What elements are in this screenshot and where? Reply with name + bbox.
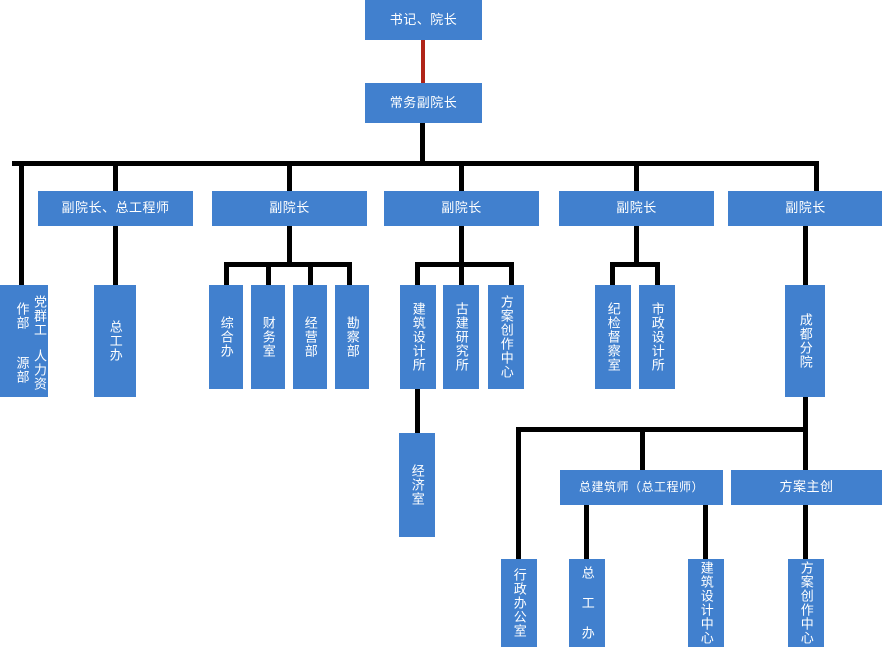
node-scheme-lead-label: 方案主创 — [779, 479, 834, 495]
node-vp2-label: 副院长 — [269, 200, 310, 216]
connector-vp4-drop — [634, 226, 639, 262]
node-finance-office-label: 财务室 — [260, 316, 276, 358]
node-chengdu-branch[interactable]: 成都分院 — [785, 285, 825, 397]
node-hr-dept-label: 人力资源部 — [14, 349, 47, 391]
connector-vp3-to-arch-design-institute — [415, 262, 420, 285]
connector-vp2-to-survey-dept — [347, 262, 352, 285]
connector-vp3-to-ancient-arch-institute — [459, 262, 464, 285]
connector-chengdu-bar — [516, 427, 808, 432]
node-root[interactable]: 书记、院长 — [365, 0, 482, 40]
node-chief-architect[interactable]: 总建筑师（总工程师） — [560, 470, 723, 505]
node-chief-architect-label: 总建筑师（总工程师） — [578, 479, 704, 494]
connector-bus-to-hr-party — [19, 161, 24, 285]
connector-vp1-to-chief-eng-office — [113, 226, 118, 285]
node-scheme-creation-center-label: 方案创作中心 — [498, 295, 514, 379]
node-economics-office-label: 经济室 — [409, 464, 425, 506]
node-discipline-office[interactable]: 纪检督察室 — [595, 285, 631, 389]
connector-executive-vp-drop — [420, 123, 425, 165]
node-operations-dept[interactable]: 经营部 — [293, 285, 327, 389]
connector-vp2-drop — [287, 226, 292, 262]
node-vp3[interactable]: 副院长 — [384, 191, 539, 226]
node-chief-eng-office-label: 总工办 — [107, 320, 123, 362]
node-cd-scheme-creation-center[interactable]: 方案创作中心 — [788, 559, 824, 647]
connector-chengdu-to-admin-office — [516, 427, 521, 560]
connector-chief-architect-to-cd-chief-eng-office — [584, 505, 589, 560]
connector-scheme-lead-to-cd-scheme-creation-center — [803, 505, 808, 560]
node-municipal-design-institute[interactable]: 市政设计所 — [639, 285, 675, 389]
connector-vp4-to-municipal-design-institute — [655, 262, 660, 285]
node-finance-office[interactable]: 财务室 — [251, 285, 285, 389]
node-vp1[interactable]: 副院长、总工程师 — [38, 191, 193, 226]
node-scheme-creation-center[interactable]: 方案创作中心 — [488, 285, 524, 389]
node-chengdu-branch-label: 成都分院 — [797, 313, 813, 369]
node-cd-chief-eng-office[interactable]: 总 工 办 — [569, 559, 605, 647]
node-executive-vp-label: 常务副院长 — [389, 94, 458, 110]
connector-arch-design-institute-to-economics-office — [415, 389, 420, 434]
connector-bus-to-vp5 — [814, 161, 819, 191]
node-ancient-arch-institute-label: 古建研究所 — [453, 302, 469, 372]
connector-vp2-to-general-office — [224, 262, 229, 285]
connector-vp5-to-chengdu-branch — [803, 226, 808, 285]
connector-chengdu-to-scheme-lead — [803, 427, 808, 470]
node-chief-eng-office[interactable]: 总工办 — [94, 285, 136, 397]
connector-vp3-drop — [459, 226, 464, 262]
node-vp5[interactable]: 副院长 — [728, 191, 882, 226]
node-cd-scheme-creation-center-label: 方案创作中心 — [798, 561, 814, 645]
node-discipline-office-label: 纪检督察室 — [605, 302, 621, 372]
node-general-office[interactable]: 综合办 — [209, 285, 243, 389]
node-arch-design-institute[interactable]: 建筑设计所 — [400, 285, 436, 389]
node-economics-office[interactable]: 经济室 — [399, 433, 435, 537]
node-vp5-label: 副院长 — [785, 200, 826, 216]
node-admin-office-label: 行政办公室 — [511, 568, 527, 638]
node-general-office-label: 综合办 — [218, 316, 234, 358]
connector-vp2-bar — [224, 262, 352, 267]
node-vp4[interactable]: 副院长 — [559, 191, 714, 226]
connector-vp4-bar — [610, 262, 660, 267]
node-survey-dept[interactable]: 勘察部 — [335, 285, 369, 389]
connector-bus-to-vp3 — [459, 161, 464, 191]
node-ancient-arch-institute[interactable]: 古建研究所 — [443, 285, 479, 389]
node-vp2[interactable]: 副院长 — [212, 191, 367, 226]
connector-root-to-executive-vp — [421, 40, 425, 83]
node-vp4-label: 副院长 — [616, 200, 657, 216]
node-executive-vp[interactable]: 常务副院长 — [365, 83, 482, 123]
connector-vp2-to-operations-dept — [308, 262, 313, 285]
node-party-dept-label: 党群工作部 — [14, 295, 47, 337]
connector-main-bus — [12, 161, 819, 166]
connector-vp4-to-discipline-office — [610, 262, 615, 285]
node-survey-dept-label: 勘察部 — [344, 316, 360, 358]
connector-vp3-bar — [415, 262, 514, 267]
connector-bus-to-vp4 — [634, 161, 639, 191]
connector-vp2-to-finance-office — [266, 262, 271, 285]
node-cd-arch-design-center[interactable]: 建筑设计中心 — [688, 559, 724, 647]
connector-vp3-to-scheme-creation-center — [509, 262, 514, 285]
node-admin-office[interactable]: 行政办公室 — [501, 559, 537, 647]
node-operations-dept-label: 经营部 — [302, 316, 318, 358]
connector-chengdu-to-chief-architect — [640, 427, 645, 470]
connector-bus-to-vp1 — [113, 161, 118, 191]
node-cd-arch-design-center-label: 建筑设计中心 — [698, 561, 714, 645]
connector-chengdu-branch-drop — [803, 397, 808, 430]
connector-chief-architect-to-cd-arch-design-center — [703, 505, 708, 560]
node-vp1-label: 副院长、总工程师 — [61, 200, 170, 216]
connector-bus-to-vp2 — [287, 161, 292, 191]
node-vp3-label: 副院长 — [441, 200, 482, 216]
node-scheme-lead[interactable]: 方案主创 — [731, 470, 882, 505]
node-cd-chief-eng-office-label: 总 工 办 — [579, 566, 595, 640]
node-hr-party-dept[interactable]: 党群工作部 人力资源部 — [0, 285, 48, 397]
node-arch-design-institute-label: 建筑设计所 — [410, 302, 426, 372]
node-municipal-design-institute-label: 市政设计所 — [649, 302, 665, 372]
node-root-label: 书记、院长 — [389, 11, 458, 27]
